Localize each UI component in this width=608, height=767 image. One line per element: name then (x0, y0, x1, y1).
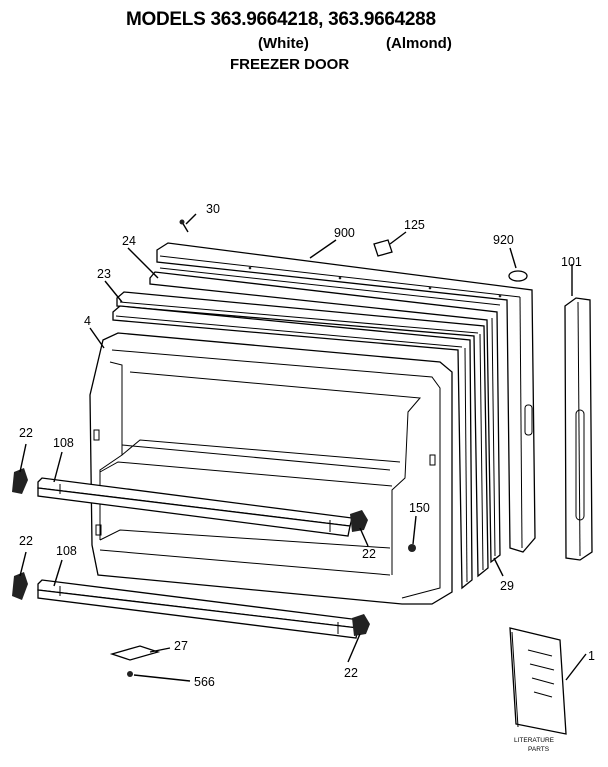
callout-29: 29 (500, 579, 514, 593)
callout-1: 1 (588, 649, 595, 663)
callout-4: 4 (84, 314, 91, 328)
cap-125 (373, 239, 393, 257)
callout-566: 566 (194, 675, 215, 689)
door-gasket-23-24 (112, 291, 489, 590)
callout-108-lower: 108 (56, 544, 77, 558)
door-liner-frame-29 (149, 271, 501, 564)
callout-27: 27 (174, 639, 188, 653)
diagram-title: MODELS 363.9664218, 363.9664288 (126, 9, 436, 30)
callout-22-lower-left: 22 (19, 534, 33, 548)
screw-30 (179, 219, 189, 233)
callout-24: 24 (122, 234, 136, 248)
door-handle-101 (564, 297, 593, 561)
leader-lines (19, 213, 587, 682)
literature-label-line1: LITERATURE (514, 737, 555, 744)
callout-22-upper-left: 22 (19, 426, 33, 440)
callout-22-lower-right: 22 (344, 666, 358, 680)
outer-door-panel-900 (156, 242, 536, 553)
callout-920: 920 (493, 233, 514, 247)
callout-125: 125 (404, 218, 425, 232)
variant-almond-label: (Almond) (386, 35, 452, 52)
screw-150 (408, 544, 416, 552)
hinge-plate-27 (109, 645, 161, 661)
callout-150: 150 (409, 501, 430, 515)
callout-23: 23 (97, 267, 111, 281)
door-liner-4 (89, 332, 453, 605)
plug-920 (508, 270, 528, 282)
variant-white-label: (White) (258, 35, 309, 52)
callout-900: 900 (334, 226, 355, 240)
callout-108-upper: 108 (53, 436, 74, 450)
callout-101: 101 (561, 255, 582, 269)
shelf-end-cap-22-parts (12, 468, 370, 636)
callout-30: 30 (206, 202, 220, 216)
callout-22-upper-right: 22 (362, 547, 376, 561)
literature-booklet-1 (509, 627, 567, 735)
literature-label-line2: PARTS (528, 746, 550, 753)
screw-566 (127, 671, 133, 677)
diagram-subtitle: FREEZER DOOR (230, 56, 350, 73)
